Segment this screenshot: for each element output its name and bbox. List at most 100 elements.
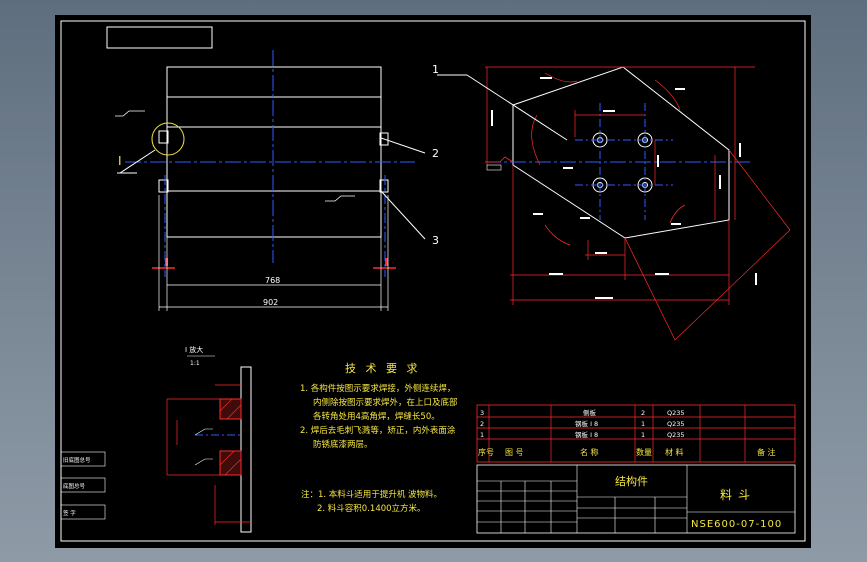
dim-tick bbox=[657, 155, 659, 167]
detail-scale: 1:1 bbox=[190, 360, 200, 367]
dim-tick bbox=[580, 217, 590, 219]
leader-line bbox=[380, 190, 426, 240]
bom-header-dwg: 图 号 bbox=[505, 448, 524, 457]
bom-frame bbox=[476, 404, 796, 463]
dim-line bbox=[624, 237, 676, 341]
weld-symbol bbox=[115, 110, 145, 117]
weld-symbol bbox=[325, 195, 355, 202]
weld-note bbox=[486, 164, 502, 171]
side-view: 1 bbox=[432, 63, 791, 341]
angle-arc bbox=[531, 114, 541, 166]
note-line: 2. 料斗容积0.1400立方米。 bbox=[317, 503, 426, 514]
hatch-lines bbox=[219, 398, 242, 476]
angle-arc bbox=[654, 79, 681, 111]
dim-ticks bbox=[491, 77, 757, 299]
stamp-box bbox=[60, 504, 106, 520]
hatched-plate bbox=[219, 450, 242, 476]
title-frame bbox=[476, 464, 796, 534]
tech-line: 内侧除按图示要求焊外，在上口及底部 bbox=[313, 397, 458, 408]
dim-tick bbox=[533, 213, 543, 215]
callout-2: 2 bbox=[432, 147, 439, 160]
side-dimensions bbox=[485, 66, 791, 341]
leader-line bbox=[466, 74, 568, 141]
bom-cell: 钢板 I 8 bbox=[575, 419, 598, 428]
bom-cell: Q235 bbox=[667, 420, 685, 428]
leader-line bbox=[380, 137, 426, 154]
corner-box bbox=[106, 26, 213, 49]
bolt-pattern bbox=[575, 103, 673, 220]
tech-line: 防锈底漆两层。 bbox=[313, 439, 373, 450]
dim-line bbox=[674, 229, 791, 341]
dim-tick bbox=[603, 110, 615, 112]
weld-symbol bbox=[194, 428, 213, 436]
dim-tick bbox=[755, 273, 757, 285]
stamp-label: 签 字 bbox=[63, 509, 76, 517]
title-grid bbox=[477, 465, 795, 533]
bom-cell: Q235 bbox=[667, 431, 685, 439]
bom-cell: 1 bbox=[641, 420, 645, 428]
stamp-box bbox=[60, 477, 106, 493]
front-view: I 768 902 2 3 bbox=[115, 50, 439, 311]
dim-902: 902 bbox=[263, 298, 278, 307]
bom-cell: 1 bbox=[480, 431, 484, 439]
hatched-plate bbox=[219, 398, 242, 420]
bom-cell: 1 bbox=[641, 431, 645, 439]
dim-tick bbox=[719, 175, 721, 189]
datum-mark bbox=[385, 258, 388, 266]
dim-tick bbox=[549, 273, 563, 275]
dim-tick bbox=[540, 77, 552, 79]
leader-line bbox=[119, 149, 156, 174]
drawing-title: 料斗 bbox=[720, 488, 756, 502]
tech-requirements: 技 术 要 求 1. 各构件按图示要求焊接，外侧连续焊， 内侧除按图示要求焊外，… bbox=[300, 362, 458, 514]
side-plate bbox=[512, 66, 730, 239]
cad-viewport: I 768 902 2 3 bbox=[55, 15, 811, 548]
lug-left bbox=[158, 179, 169, 193]
stamp-label: 底图总号 bbox=[63, 482, 86, 490]
hopper-body bbox=[166, 66, 382, 238]
bom-cell: Q235 bbox=[667, 409, 685, 417]
hatch bbox=[224, 458, 242, 476]
detail-view: I 放大 1:1 bbox=[166, 345, 252, 533]
lug-left bbox=[158, 130, 169, 144]
dim-tick bbox=[739, 143, 741, 157]
note-line: 注：1. 本料斗适用于提升机 波物料。 bbox=[301, 489, 442, 500]
dim-tick bbox=[595, 297, 613, 299]
bom-header-no: 序号 bbox=[478, 447, 494, 457]
angle-arc bbox=[544, 224, 571, 246]
part-name: 结构件 bbox=[615, 474, 648, 488]
bom-cell: 钢板 I 8 bbox=[575, 430, 598, 439]
stamp-box bbox=[60, 451, 106, 467]
tech-title: 技 术 要 求 bbox=[345, 362, 421, 375]
dim-tick bbox=[491, 110, 493, 126]
sheet-border bbox=[60, 20, 806, 542]
drawing-canvas: I 768 902 2 3 bbox=[60, 20, 806, 542]
weld-symbol bbox=[194, 458, 213, 466]
bom-grid bbox=[477, 405, 795, 462]
detail-title: I 放大 bbox=[185, 345, 203, 354]
bom-cell: 2 bbox=[641, 409, 645, 417]
dim-tick bbox=[595, 252, 607, 254]
drawing-number: NSE600-07-100 bbox=[691, 519, 782, 530]
bom-header-remark: 备 注 bbox=[757, 447, 776, 457]
datum-mark bbox=[165, 258, 168, 266]
bom-cell: 2 bbox=[480, 420, 484, 428]
title-block: 结构件 料斗 NSE600-07-100 bbox=[476, 464, 796, 534]
callout-1: 1 bbox=[432, 63, 439, 76]
bom-cell: 3 bbox=[480, 409, 484, 417]
plate-edge bbox=[240, 366, 252, 533]
dim-tick bbox=[675, 88, 685, 90]
dim-tick bbox=[671, 223, 681, 225]
dim-tick bbox=[563, 167, 573, 169]
detail-circle bbox=[151, 122, 185, 156]
dim-tick bbox=[655, 273, 669, 275]
bom-table: 3 侧板 2 Q235 2 钢板 I 8 1 Q235 1 钢板 I 8 1 Q… bbox=[476, 404, 796, 463]
bom-cell: 侧板 bbox=[583, 408, 597, 417]
dim-768: 768 bbox=[265, 276, 280, 285]
side-stamps: 旧底图总号 底图总号 签 字 bbox=[60, 451, 106, 520]
weld-symbol bbox=[485, 156, 514, 163]
lug-right bbox=[379, 179, 389, 193]
angle-arc bbox=[669, 204, 686, 224]
hatch bbox=[219, 398, 233, 412]
tech-line: 各转角处用4高角焊，焊缝长50。 bbox=[313, 411, 440, 422]
hatch bbox=[226, 404, 242, 420]
